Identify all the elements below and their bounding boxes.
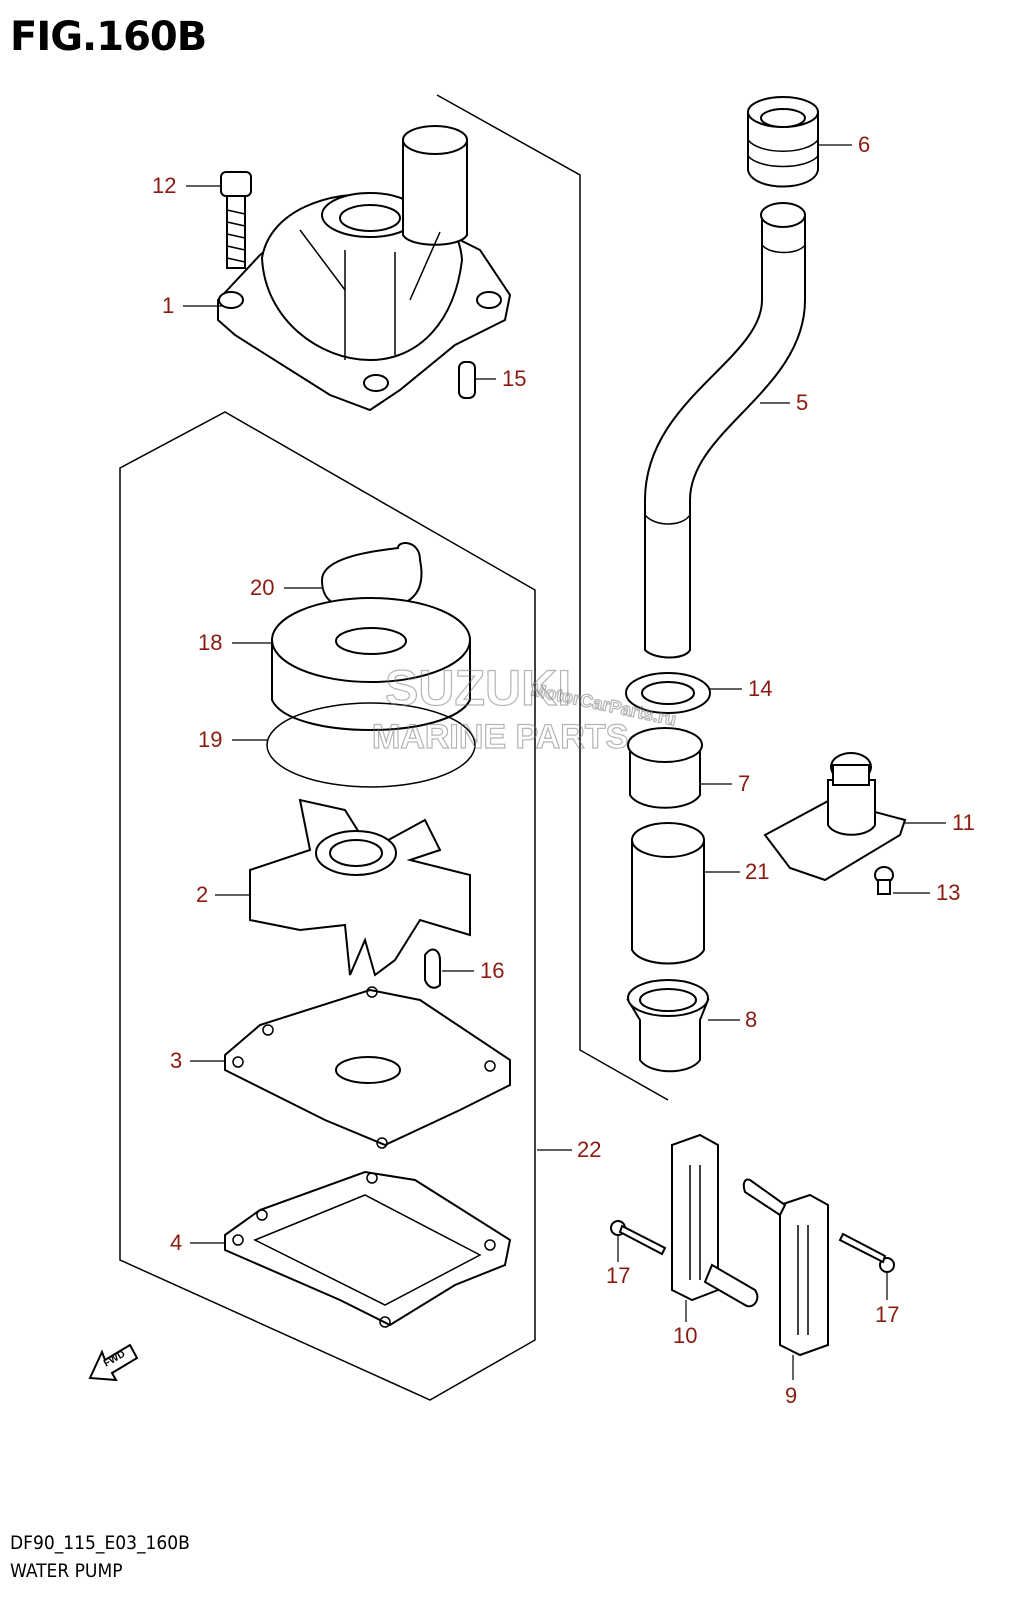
callout-20[interactable]: 20 [250,575,274,600]
callout-19[interactable]: 19 [198,727,222,752]
callout-15[interactable]: 15 [502,366,526,391]
callout-14[interactable]: 14 [748,676,772,701]
figure-title: FIG.160B [10,14,207,60]
impeller-key[interactable] [424,948,441,989]
water-inlet[interactable] [763,752,907,882]
callout-8[interactable]: 8 [745,1007,757,1032]
callout-5[interactable]: 5 [796,390,808,415]
grommet[interactable] [747,96,819,188]
callout-6[interactable]: 6 [858,132,870,157]
pump-plate[interactable] [224,986,511,1149]
callout-1[interactable]: 1 [162,293,174,318]
impeller[interactable] [249,798,471,977]
callout-11[interactable]: 11 [952,810,975,835]
callout-9[interactable]: 9 [785,1383,797,1408]
screw-17-left[interactable] [610,1220,667,1256]
callout-17a[interactable]: 17 [606,1263,630,1288]
callout-21[interactable]: 21 [745,859,769,884]
pump-housing[interactable] [217,125,512,412]
bracket-10[interactable] [671,1133,759,1308]
watermark-line2: MARINE PARTS [372,718,628,756]
figure-name: WATER PUMP [10,1560,123,1582]
callout-18[interactable]: 18 [198,630,222,655]
callout-4[interactable]: 4 [170,1230,182,1255]
figure-code: DF90_115_E03_160B [10,1532,190,1554]
housing-kit-frame [436,94,669,1101]
callout-16[interactable]: 16 [480,958,504,983]
fwd-arrow-icon: FWD [88,1343,139,1382]
dowel-pin[interactable] [458,361,476,399]
callout-22[interactable]: 22 [577,1137,601,1162]
lower-grommet[interactable] [626,979,710,1073]
callout-10[interactable]: 10 [673,1323,697,1348]
water-tube[interactable] [644,202,806,659]
tube-grommet[interactable] [627,727,703,809]
kit-frame [119,411,536,1401]
screw-17-right[interactable] [838,1232,895,1273]
pump-gasket[interactable] [224,1170,512,1328]
callout-12[interactable]: 12 [152,173,176,198]
callout-3[interactable]: 3 [170,1048,182,1073]
callout-7[interactable]: 7 [738,771,750,796]
callout-13[interactable]: 13 [936,880,960,905]
watermark-line1: SUZUKI [385,660,571,716]
seal-ring[interactable] [625,672,711,714]
screw-13[interactable] [874,866,894,895]
callout-17b[interactable]: 17 [875,1302,899,1327]
bolt[interactable] [220,171,252,269]
case-seal-ring[interactable] [266,702,476,788]
bracket-9[interactable] [742,1178,829,1357]
callout-2[interactable]: 2 [196,882,208,907]
tube-seal[interactable] [631,822,705,965]
